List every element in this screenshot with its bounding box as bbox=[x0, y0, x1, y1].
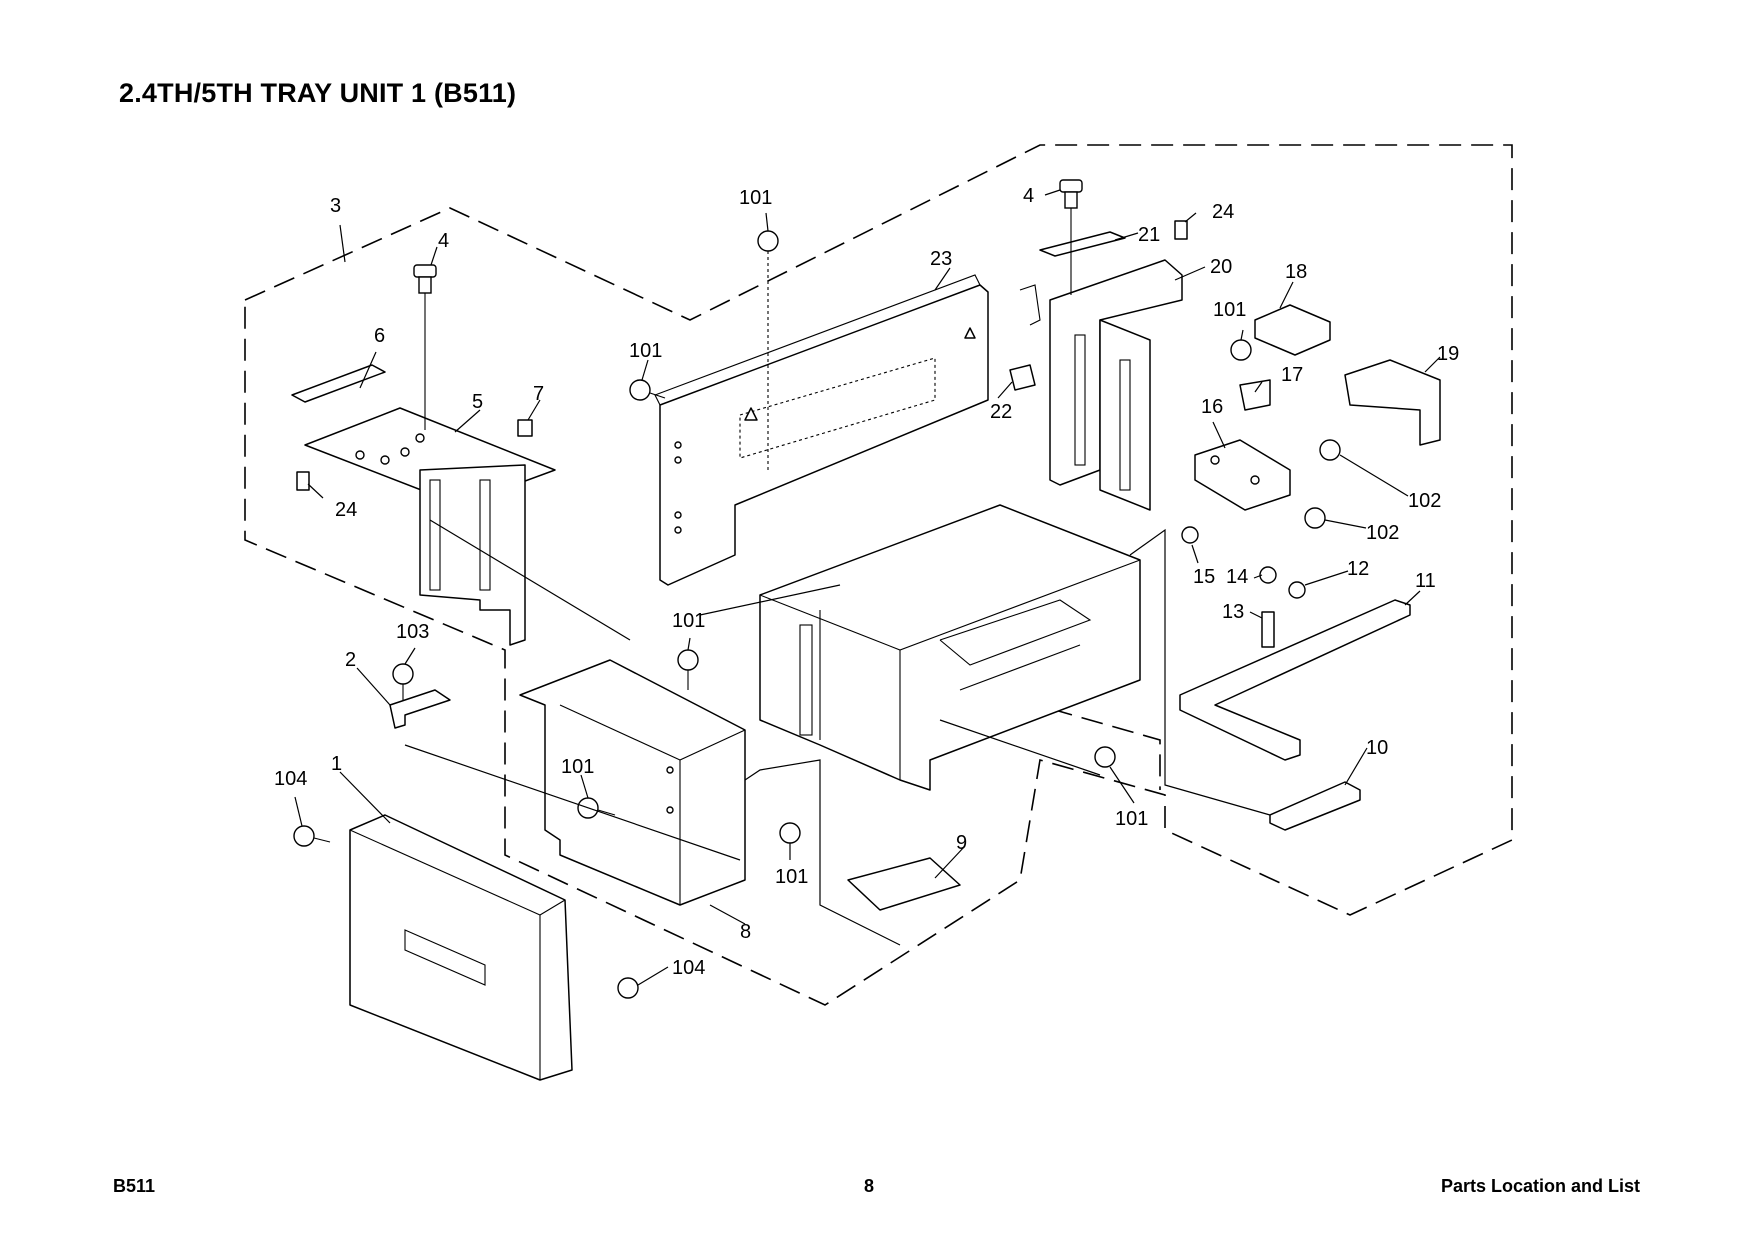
group-outline-left bbox=[244, 144, 1513, 1006]
part-2-bracket bbox=[389, 689, 451, 729]
part-15-screw bbox=[1181, 526, 1199, 544]
callout-102-upper: 102 bbox=[1408, 490, 1441, 512]
alignment-line-a bbox=[429, 519, 631, 641]
leader-lines bbox=[294, 189, 1441, 986]
callout-18: 18 bbox=[1285, 261, 1307, 283]
callout-13: 13 bbox=[1222, 601, 1244, 623]
alignment-line-d bbox=[939, 719, 1101, 776]
callout-2: 2 bbox=[345, 649, 356, 671]
callout-104-left: 104 bbox=[274, 768, 307, 790]
callout-4-left: 4 bbox=[438, 230, 449, 252]
part-24-cushion-right bbox=[1174, 220, 1188, 240]
part-14-knob bbox=[1259, 566, 1277, 584]
callout-16: 16 bbox=[1201, 396, 1223, 418]
part-19-bracket bbox=[1344, 359, 1441, 446]
part-22-label bbox=[1009, 364, 1036, 391]
callout-22: 22 bbox=[990, 401, 1012, 423]
callout-101-mid: 101 bbox=[672, 610, 705, 632]
callout-23: 23 bbox=[930, 248, 952, 270]
part-13-shaft bbox=[1261, 611, 1275, 648]
tray-body-center bbox=[759, 504, 1141, 791]
callout-103: 103 bbox=[396, 621, 429, 643]
part-8-front-frame bbox=[519, 659, 746, 906]
alignment-line-e bbox=[744, 759, 901, 946]
part-4-knob-left bbox=[413, 264, 437, 430]
part-4-knob-right bbox=[1059, 179, 1083, 295]
part-23-side-plate bbox=[654, 274, 989, 586]
callout-101-right-low: 101 bbox=[1115, 808, 1148, 830]
callout-7: 7 bbox=[533, 383, 544, 405]
screw-101-right-low bbox=[1094, 746, 1116, 768]
group-outline-inner bbox=[1019, 699, 1161, 790]
callout-24-right: 24 bbox=[1212, 201, 1234, 223]
callout-17: 17 bbox=[1281, 364, 1303, 386]
screw-104-bottom bbox=[617, 977, 639, 999]
callout-4-right: 4 bbox=[1023, 185, 1034, 207]
callout-20: 20 bbox=[1210, 256, 1232, 278]
part-17-clip bbox=[1239, 379, 1271, 411]
callout-101-right-high: 101 bbox=[1213, 299, 1246, 321]
screw-101-mid bbox=[677, 649, 699, 690]
alignment-line-f bbox=[1129, 528, 1271, 816]
alignment-line-b bbox=[404, 744, 741, 861]
callout-8: 8 bbox=[740, 921, 751, 943]
callout-11: 11 bbox=[1415, 570, 1436, 592]
callout-19: 19 bbox=[1437, 343, 1459, 365]
part-6-label bbox=[291, 364, 386, 403]
callout-21: 21 bbox=[1138, 224, 1160, 246]
screw-101-left bbox=[629, 379, 666, 401]
screw-103 bbox=[392, 663, 414, 700]
callout-9: 9 bbox=[956, 832, 967, 854]
part-16-bracket bbox=[1194, 439, 1291, 511]
part-24-cushion-left bbox=[296, 471, 310, 491]
part-20-right-bracket bbox=[1019, 259, 1183, 511]
footer-page-number: 8 bbox=[864, 1176, 875, 1196]
screw-102-upper bbox=[1319, 439, 1341, 461]
page-title: 2.4TH/5TH TRAY UNIT 1 (B511) bbox=[119, 78, 517, 108]
part-21-label bbox=[1039, 231, 1126, 257]
part-12-screw bbox=[1288, 581, 1306, 599]
callout-101-front: 101 bbox=[561, 756, 594, 778]
part-9-label bbox=[847, 857, 961, 911]
footer-model: B511 bbox=[113, 1176, 156, 1196]
screw-101-top bbox=[757, 230, 779, 470]
callout-10: 10 bbox=[1366, 737, 1388, 759]
callout-101-top: 101 bbox=[739, 187, 772, 209]
callout-1: 1 bbox=[331, 753, 342, 775]
part-5-left-bracket bbox=[304, 407, 556, 646]
screw-101-front-right bbox=[779, 822, 801, 844]
callout-12: 12 bbox=[1347, 558, 1369, 580]
callout-5: 5 bbox=[472, 391, 483, 413]
callout-6: 6 bbox=[374, 325, 385, 347]
callout-104-bottom: 104 bbox=[672, 957, 705, 979]
callout-101-left: 101 bbox=[629, 340, 662, 362]
callout-101-front-right: 101 bbox=[775, 866, 808, 888]
screw-101-right-high bbox=[1230, 339, 1252, 361]
part-18-holder bbox=[1254, 304, 1331, 356]
part-1-front-cover bbox=[349, 814, 573, 1081]
alignment-line-c bbox=[699, 584, 841, 616]
screw-102-lower bbox=[1304, 507, 1326, 529]
part-10-rail bbox=[1269, 781, 1361, 831]
part-7-clip bbox=[517, 419, 533, 437]
callout-3: 3 bbox=[330, 195, 341, 217]
callout-15: 15 bbox=[1193, 566, 1215, 588]
part-11-rail bbox=[1179, 599, 1411, 761]
footer-section: Parts Location and List bbox=[1440, 1176, 1640, 1196]
callout-102-lower: 102 bbox=[1366, 522, 1399, 544]
screw-104-left bbox=[293, 825, 331, 847]
callout-24-left: 24 bbox=[335, 499, 357, 521]
callout-14: 14 bbox=[1226, 566, 1248, 588]
